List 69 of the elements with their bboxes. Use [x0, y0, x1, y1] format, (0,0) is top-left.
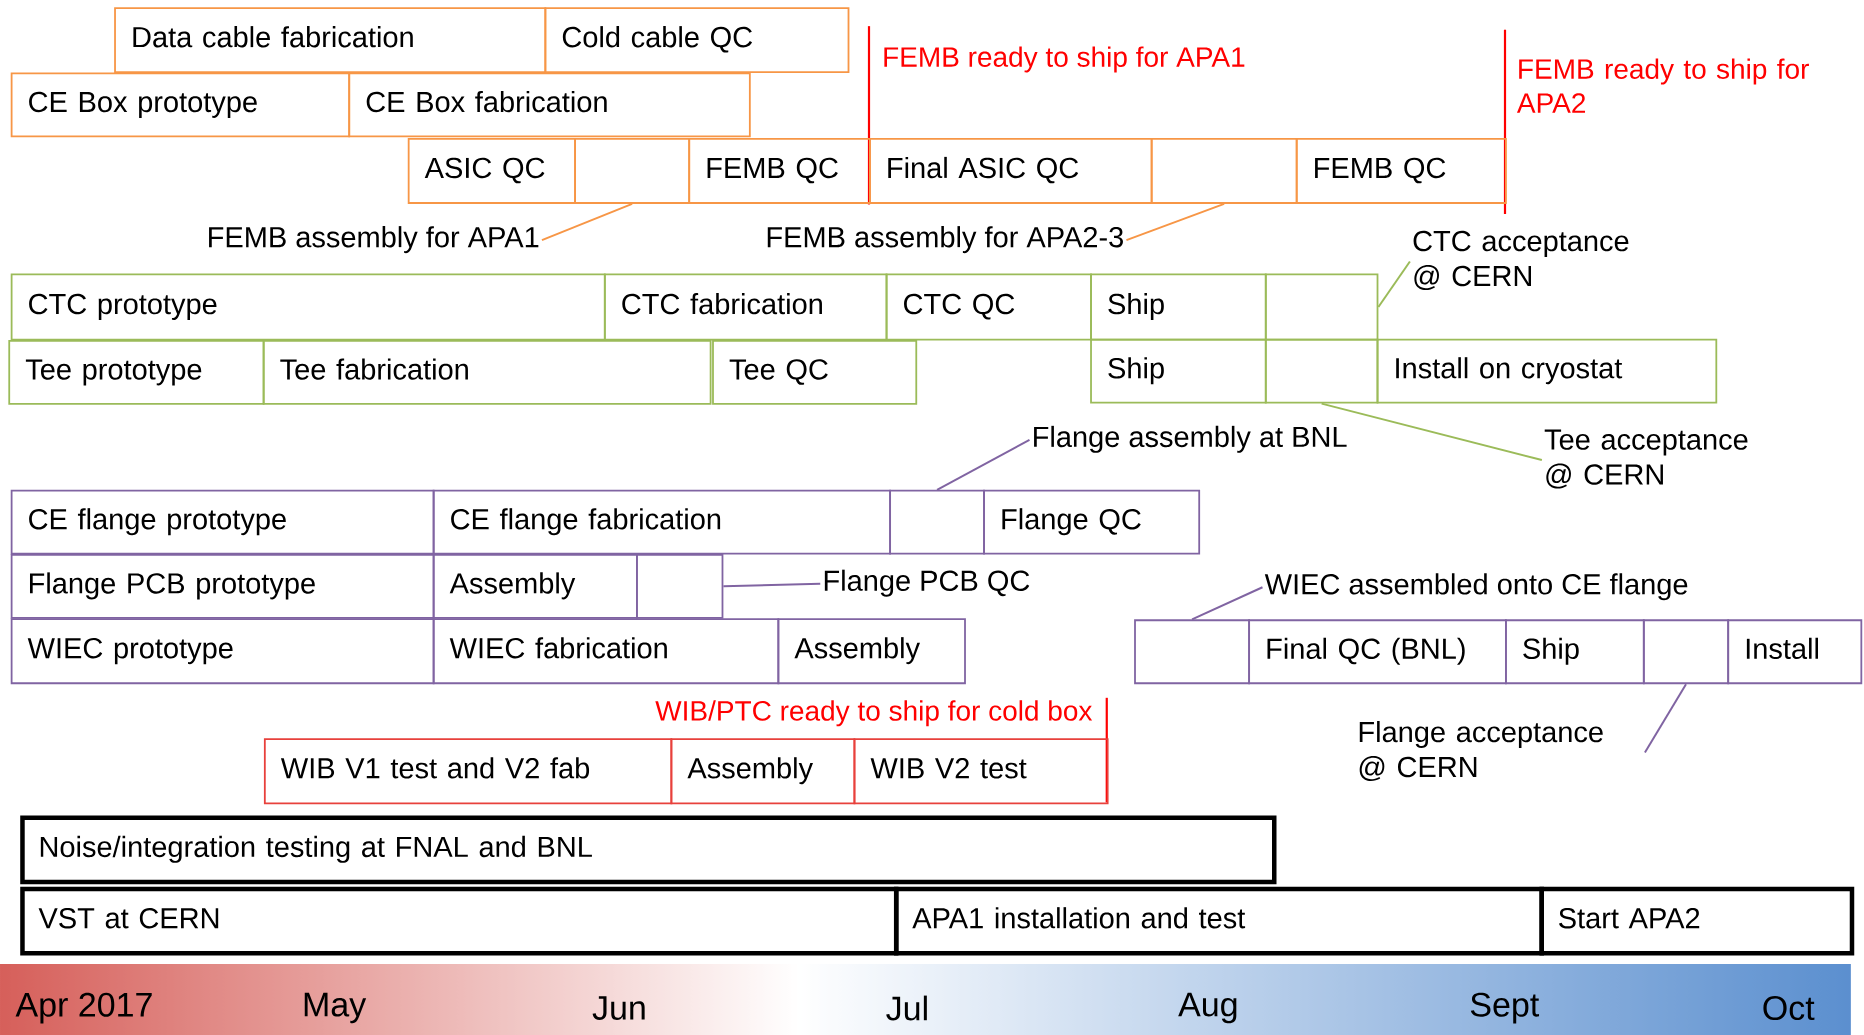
- month-label: Jun: [592, 996, 645, 1020]
- task-box: CE Box prototype: [10, 72, 351, 138]
- annotation-text: FEMB assembly for APA1: [209, 226, 539, 254]
- milestone-label: FEMB ready to ship for APA1: [884, 46, 1245, 73]
- phase-bar: Noise/integration testing at FNAL and BNL: [20, 815, 1277, 885]
- task-box: Assembly: [432, 553, 638, 619]
- leader-line: [540, 202, 634, 242]
- milestone-label: WIB/PTC ready to ship for cold box: [655, 700, 1093, 727]
- empty-task-box: [889, 489, 985, 555]
- task-box: Ship: [1090, 338, 1267, 404]
- empty-task-box: [1642, 619, 1730, 685]
- task-box: Tee QC: [712, 340, 918, 405]
- task-box: WIEC fabrication: [432, 618, 780, 685]
- task-box: Flange PCB prototype: [10, 553, 435, 619]
- task-box: ASIC QC: [407, 137, 576, 204]
- month-label: Sept: [1470, 992, 1540, 1024]
- milestone-label: FEMB ready to ship for APA2: [1516, 58, 1809, 113]
- phase-bar: APA1 installation and test: [893, 886, 1544, 956]
- phase-bar: Start APA2: [1539, 886, 1855, 956]
- task-box: FEMB QC: [688, 137, 871, 204]
- leader-line: [1125, 202, 1226, 242]
- task-box: Final QC (BNL): [1248, 619, 1507, 685]
- empty-task-box: [574, 137, 691, 204]
- task-box: FEMB QC: [1295, 137, 1507, 204]
- task-box: Cold cable QC: [544, 7, 850, 74]
- month-label: Aug: [1178, 992, 1237, 1024]
- task-box: Assembly: [670, 738, 856, 805]
- task-box: Data cable fabrication: [114, 7, 547, 74]
- task-box: WIEC prototype: [10, 618, 435, 685]
- task-box: CE Box fabrication: [348, 72, 751, 138]
- annotation-text: Tee acceptance @ CERN: [1544, 429, 1748, 489]
- task-box: Tee prototype: [8, 340, 265, 405]
- task-box: Assembly: [777, 618, 966, 685]
- leader-line: [722, 582, 822, 588]
- leader-line: [1377, 260, 1411, 308]
- phase-bar: VST at CERN: [20, 886, 899, 956]
- task-box: CTC prototype: [10, 273, 606, 341]
- month-label: Jul: [886, 995, 927, 1021]
- task-box: CTC fabrication: [603, 273, 888, 341]
- empty-task-box: [1134, 619, 1250, 685]
- annotation-text: Flange acceptance @ CERN: [1359, 720, 1603, 781]
- month-label: Apr 2017: [15, 992, 152, 1024]
- empty-task-box: [636, 553, 724, 619]
- annotation-text: Flange assembly at BNL: [1034, 425, 1347, 453]
- leader-line: [1320, 402, 1543, 462]
- month-label: May: [304, 992, 367, 1024]
- task-box: Install: [1727, 619, 1863, 685]
- task-box: Final ASIC QC: [869, 137, 1153, 204]
- empty-task-box: [1264, 273, 1379, 341]
- month-label: Oct: [1763, 996, 1815, 1021]
- task-box: CE flange fabrication: [432, 489, 891, 555]
- task-box: WIB V2 test: [853, 738, 1109, 805]
- leader-line: [936, 438, 1031, 491]
- annotation-text: WIEC assembled onto CE flange: [1264, 573, 1688, 601]
- leader-line: [1643, 683, 1687, 754]
- task-box: Install on cryostat: [1376, 338, 1718, 404]
- task-box: WIB V1 test and V2 fab: [263, 738, 673, 805]
- empty-task-box: [1264, 338, 1379, 404]
- annotation-text: FEMB assembly for APA2-3: [767, 226, 1123, 254]
- leader-line: [1191, 586, 1264, 621]
- task-box: Flange QC: [983, 489, 1201, 555]
- task-box: Ship: [1505, 619, 1645, 685]
- empty-task-box: [1150, 137, 1298, 204]
- task-box: Tee fabrication: [262, 340, 712, 405]
- annotation-text: CTC acceptance @ CERN: [1413, 230, 1629, 291]
- annotation-text: Flange PCB QC: [824, 569, 1030, 597]
- task-box: CTC QC: [885, 273, 1092, 341]
- task-box: CE flange prototype: [10, 489, 435, 555]
- task-box: Ship: [1090, 273, 1267, 341]
